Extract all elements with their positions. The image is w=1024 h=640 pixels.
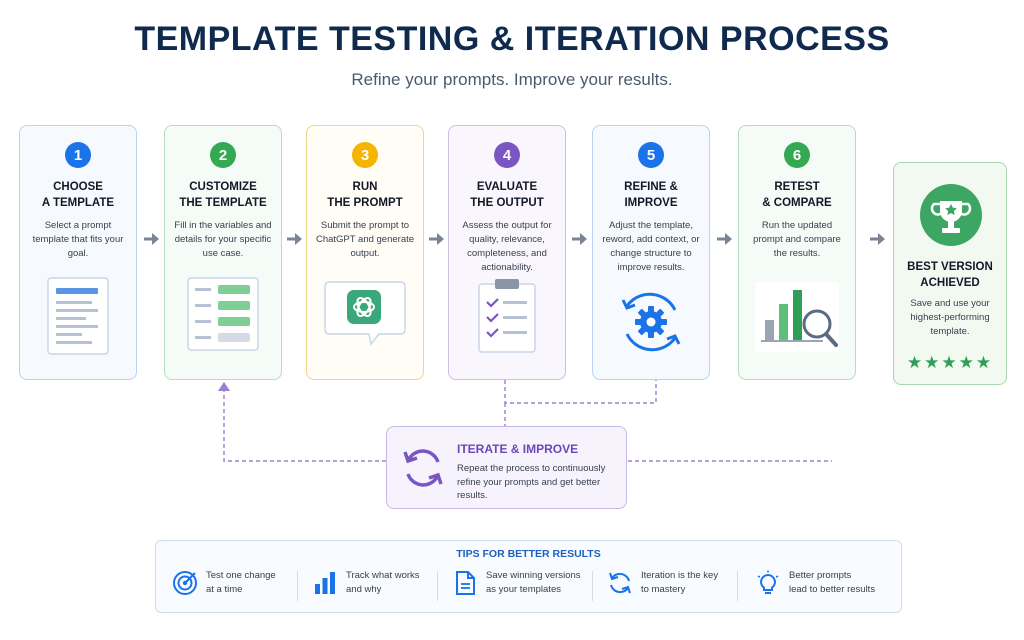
- tip-divider: [737, 571, 738, 601]
- step-description: Assess the output for quality, relevance…: [462, 220, 552, 273]
- document-template-icon: [47, 277, 109, 355]
- iterate-description: Repeat the process to continuously refin…: [457, 463, 606, 501]
- document-icon: [456, 571, 475, 595]
- bar-chart-icon: [315, 572, 335, 594]
- form-fields-icon: [187, 277, 259, 351]
- step-card-4: 4 EVALUATE THE OUTPUT Assess the output …: [448, 125, 566, 380]
- step-description: Run the updated prompt and compare the r…: [753, 220, 841, 259]
- cycle-arrows-icon: [403, 449, 443, 487]
- step-title: RETEST & COMPARE: [762, 181, 832, 209]
- step-description: Fill in the variables and details for yo…: [174, 220, 272, 259]
- five-star-rating: ★★★★★: [906, 353, 994, 372]
- step-description: Adjust the template, reword, add context…: [602, 220, 700, 273]
- page-subtitle: Refine your prompts. Improve your result…: [351, 70, 673, 89]
- tip-divider: [592, 571, 593, 601]
- step-card-1: 1 CHOOSE A TEMPLATE Select a prompt temp…: [19, 125, 137, 380]
- step-title: REFINE & IMPROVE: [624, 181, 678, 209]
- arrow-right-icon: [572, 233, 587, 245]
- arrow-right-icon: [144, 233, 159, 245]
- arrow-right-icon: [429, 233, 444, 245]
- step-number-badge: 5: [638, 142, 664, 168]
- best-version-title: BEST VERSION ACHIEVED: [907, 261, 993, 289]
- step-title: RUN THE PROMPT: [327, 181, 403, 209]
- step-title: CHOOSE A TEMPLATE: [41, 181, 115, 209]
- refresh-icon: [609, 572, 631, 594]
- step-card-6: 6 RETEST & COMPARE Run the updated promp…: [738, 125, 856, 380]
- iterate-improve-box: ITERATE & IMPROVE Repeat the process to …: [386, 426, 627, 509]
- tips-panel: TIPS FOR BETTER RESULTS Test one change …: [155, 540, 902, 613]
- step-number-badge: 3: [352, 142, 378, 168]
- step-description: Submit the prompt to ChatGPT and generat…: [315, 220, 415, 259]
- best-version-card: BEST VERSION ACHIEVED Save and use your …: [893, 162, 1007, 385]
- tip-divider: [297, 571, 298, 601]
- lightbulb-icon: [757, 570, 779, 594]
- step-number-badge: 2: [210, 142, 236, 168]
- tip-divider: [437, 571, 438, 601]
- best-version-description: Save and use your highest-performing tem…: [910, 298, 990, 337]
- iterate-title: ITERATE & IMPROVE: [457, 442, 579, 456]
- step-title: CUSTOMIZE THE TEMPLATE: [179, 181, 267, 209]
- tip-text: Better prompts lead to better results: [789, 570, 876, 595]
- step-number-badge: 4: [494, 142, 520, 168]
- gear-refresh-icon: [621, 292, 681, 352]
- arrow-right-icon: [287, 233, 302, 245]
- tip-text: Test one change at a time: [206, 570, 276, 595]
- step-description: Select a prompt template that fits your …: [32, 220, 124, 259]
- tips-title: TIPS FOR BETTER RESULTS: [456, 548, 601, 560]
- bar-chart-magnifier-icon: [755, 282, 839, 352]
- target-icon: [173, 571, 197, 595]
- tip-text: Track what works and why: [346, 570, 420, 595]
- clipboard-checklist-icon: [478, 279, 536, 353]
- arrow-right-icon: [870, 233, 885, 245]
- arrow-right-icon: [717, 233, 732, 245]
- chatgpt-icon: [324, 281, 406, 346]
- step-title: EVALUATE THE OUTPUT: [470, 181, 544, 209]
- step-card-5: 5 REFINE & IMPROVE Adjust the template, …: [592, 125, 710, 380]
- tip-text: Iteration is the key to mastery: [641, 570, 719, 595]
- page-title: TEMPLATE TESTING & ITERATION PROCESS: [134, 20, 890, 58]
- step-card-3: 3 RUN THE PROMPT Submit the prompt to Ch…: [306, 125, 424, 380]
- tip-text: Save winning versions as your templates: [486, 570, 581, 595]
- trophy-icon: [920, 184, 982, 246]
- step-card-2: 2 CUSTOMIZE THE TEMPLATE Fill in the var…: [164, 125, 282, 380]
- step-number-badge: 6: [784, 142, 810, 168]
- step-number-badge: 1: [65, 142, 91, 168]
